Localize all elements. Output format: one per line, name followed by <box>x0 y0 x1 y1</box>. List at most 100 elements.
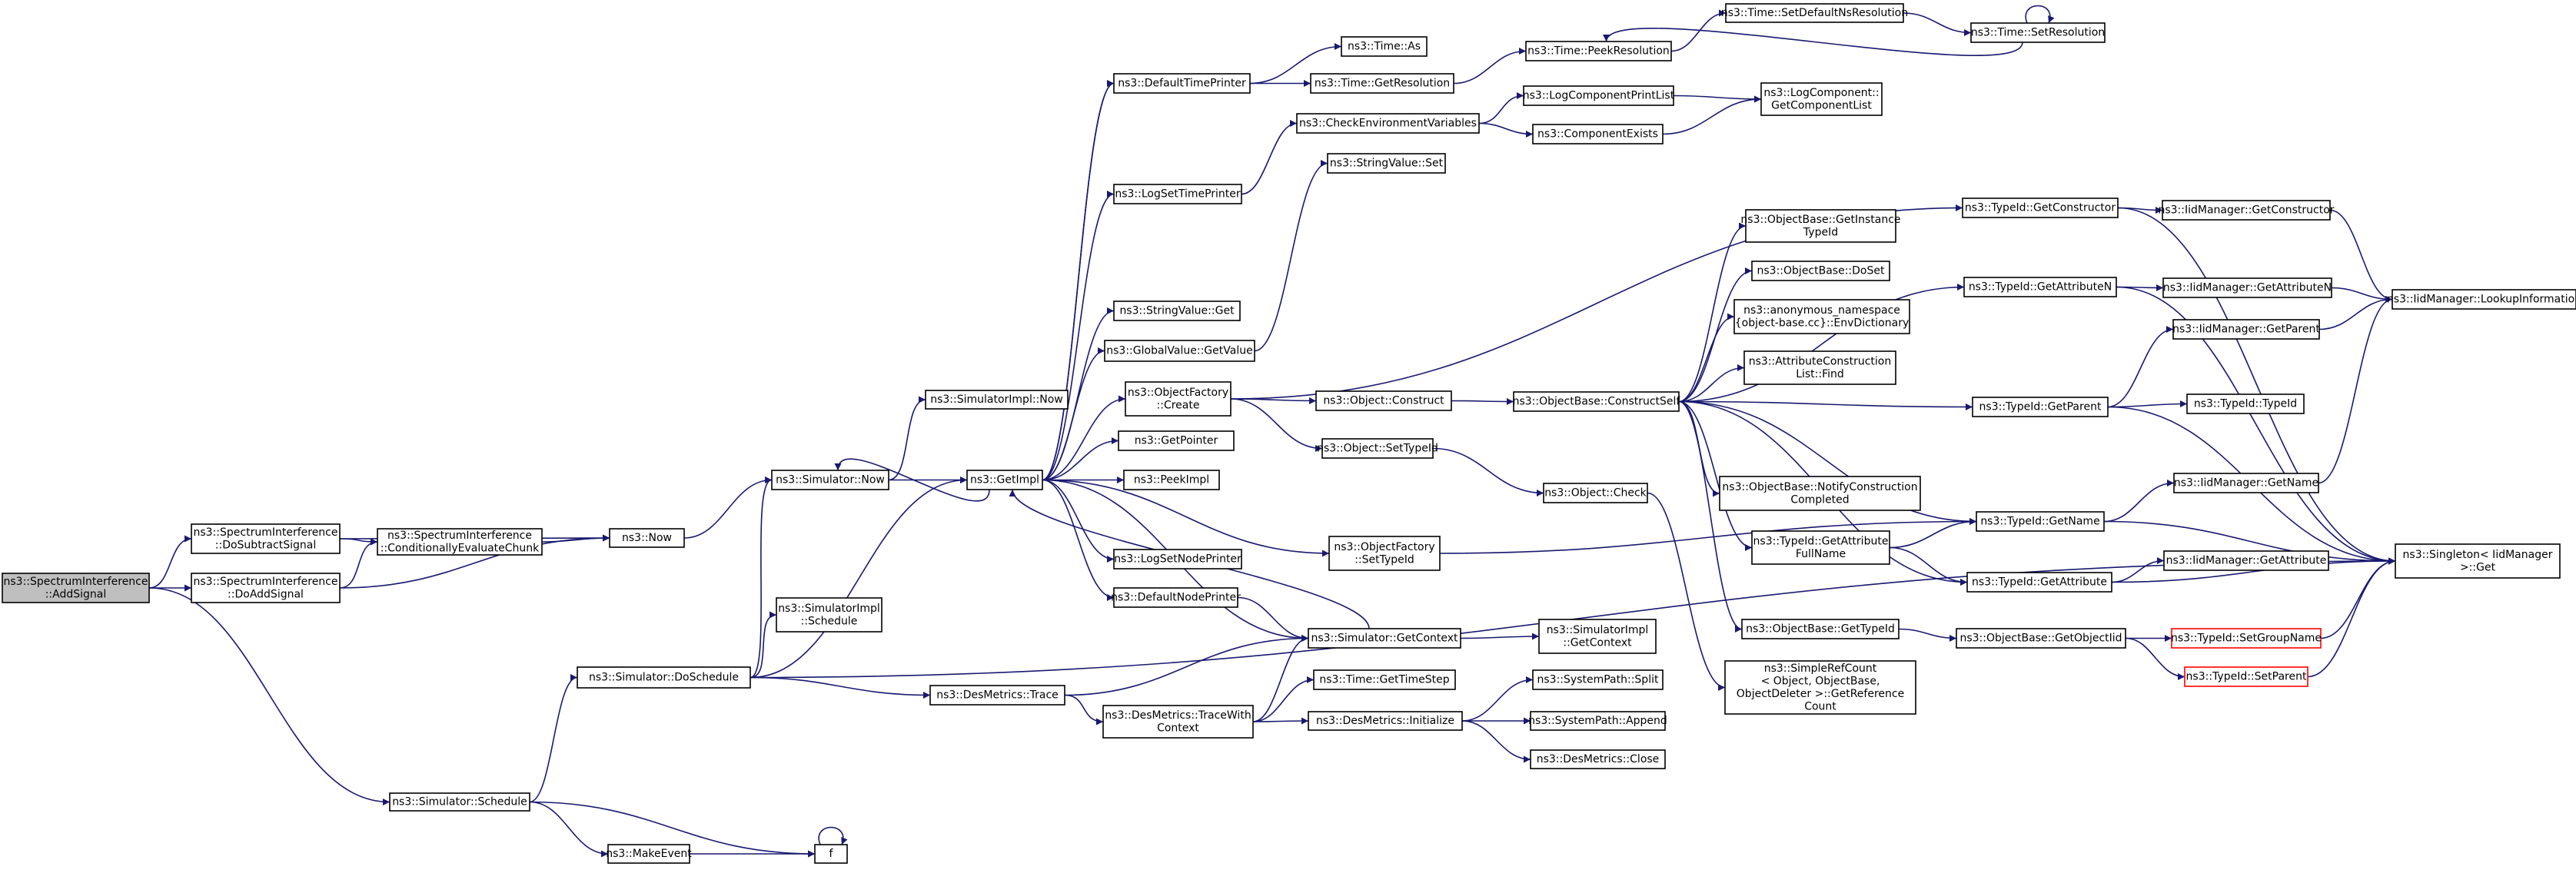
node-defaulttimeprinter[interactable]: ns3::DefaultTimePrinter <box>1113 73 1251 94</box>
node-stringvalueset[interactable]: ns3::StringValue::Set <box>1327 153 1446 174</box>
node-timegettimestep[interactable]: ns3::Time::GetTimeStep <box>1313 669 1456 690</box>
node-checkenv[interactable]: ns3::CheckEnvironmentVariables <box>1296 113 1480 134</box>
node-label: ns3::MakeEvent <box>606 848 692 860</box>
node-objectcheck[interactable]: ns3::Object::Check <box>1543 483 1648 503</box>
node-timeas[interactable]: ns3::Time::As <box>1341 36 1428 57</box>
node-iidgetname[interactable]: ns3::IidManager::GetName <box>2173 473 2319 493</box>
node-box <box>2163 550 2329 571</box>
node-box <box>1963 277 2117 297</box>
edge-defaultnodeprinter-to-simgetcontext <box>1237 596 1309 642</box>
node-objfactorysettypeid[interactable]: ns3::ObjectFactory::SetTypeId <box>1328 536 1441 571</box>
node-globalvaluegetvalue[interactable]: ns3::GlobalValue::GetValue <box>1104 340 1255 362</box>
node-box <box>2162 277 2332 298</box>
node-syspathappend[interactable]: ns3::SystemPath::Append <box>1528 711 1667 731</box>
node-doset[interactable]: ns3::ObjectBase::DoSet <box>1751 261 1890 281</box>
node-condeval[interactable]: ns3::SpectrumInterference::Conditionally… <box>377 528 543 556</box>
edge-typeidgetattributen-to-singletonget <box>2116 286 2396 565</box>
node-constructself[interactable]: ns3::ObjectBase::ConstructSelf <box>1513 391 1681 412</box>
node-addsignal[interactable]: ns3::SpectrumInterference::AddSignal <box>2 573 150 603</box>
node-makeevent[interactable]: ns3::MakeEvent <box>606 844 692 864</box>
node-label: ns3::SpectrumInterference <box>387 530 532 542</box>
edge-constructself-to-typeidgetattributen <box>1678 284 1965 403</box>
node-schedule[interactable]: ns3::Simulator::Schedule <box>389 792 530 812</box>
node-box <box>1328 536 1441 571</box>
node-peekimpl[interactable]: ns3::PeekImpl <box>1123 470 1220 490</box>
node-logcompprintlist[interactable]: ns3::LogComponentPrintList <box>1523 85 1675 106</box>
node-syspathsplit[interactable]: ns3::SystemPath::Split <box>1532 669 1664 690</box>
node-label: ns3::ObjectFactory <box>1334 541 1434 553</box>
node-label: ns3::ObjectBase::GetInstance <box>1740 214 1900 226</box>
node-simnow[interactable]: ns3::Simulator::Now <box>771 470 889 490</box>
node-label: ns3::anonymous_namespace <box>1743 304 1900 317</box>
node-objbasegettypeid[interactable]: ns3::ObjectBase::GetTypeId <box>1741 619 1900 639</box>
edge-typeidgetparent-to-iidgetparent <box>2107 326 2174 408</box>
edge-iidgetattributen-to-lookupinfo <box>2331 287 2393 303</box>
node-label: ns3::IidManager::GetConstructor <box>2158 204 2334 217</box>
node-simimplgetcontext[interactable]: ns3::SimulatorImpl::GetContext <box>1538 619 1657 654</box>
edge-setresolution-to-setresolution <box>2025 5 2055 24</box>
node-dosubtract[interactable]: ns3::SpectrumInterference::DoSubtractSig… <box>191 523 341 554</box>
node-label: ns3::DesMetrics::TraceWith <box>1105 709 1251 722</box>
node-doaddsignal[interactable]: ns3::SpectrumInterference::DoAddSignal <box>191 573 341 603</box>
node-desmetricstrace[interactable]: ns3::DesMetrics::Trace <box>929 685 1065 706</box>
node-simimplschedule[interactable]: ns3::SimulatorImpl::Schedule <box>776 597 882 633</box>
node-typeidgetattributen[interactable]: ns3::TypeId::GetAttributeN <box>1963 277 2117 297</box>
node-iidgetattribute[interactable]: ns3::IidManager::GetAttribute <box>2163 550 2329 571</box>
node-typeidgetconstructor[interactable]: ns3::TypeId::GetConstructor <box>1962 198 2119 218</box>
node-logsettimeprinter[interactable]: ns3::LogSetTimePrinter <box>1113 184 1242 204</box>
node-componentexists[interactable]: ns3::ComponentExists <box>1532 124 1664 144</box>
edge-getimpl-to-defaultnodeprinter <box>1042 479 1115 601</box>
node-iidgetattributen[interactable]: ns3::IidManager::GetAttributeN <box>2162 277 2332 298</box>
node-label: ns3::SimulatorImpl <box>778 603 880 615</box>
node-logcompgetlist[interactable]: ns3::LogComponent::GetComponentList <box>1760 82 1883 116</box>
node-stringvalueget[interactable]: ns3::StringValue::Get <box>1113 301 1241 321</box>
node-objectsettypeid[interactable]: ns3::Object::SetTypeId <box>1317 438 1438 459</box>
node-f[interactable]: f <box>814 844 848 864</box>
edge-doschedule-to-simnow <box>750 477 773 679</box>
node-logsetnodeprinter[interactable]: ns3::LogSetNodePrinter <box>1113 549 1242 569</box>
node-getreferencecount[interactable]: ns3::SimpleRefCount< Object, ObjectBase,… <box>1724 660 1916 715</box>
node-doschedule[interactable]: ns3::Simulator::DoSchedule <box>577 666 751 689</box>
node-objfactorycreate[interactable]: ns3::ObjectFactory::Create <box>1125 381 1231 417</box>
edge-constructself-to-typeidgetparent <box>1678 400 1973 410</box>
node-label: ns3::DesMetrics::Trace <box>936 689 1059 702</box>
node-iidgetparent[interactable]: ns3::IidManager::GetParent <box>2172 319 2320 340</box>
node-getpointer[interactable]: ns3::GetPointer <box>1118 430 1235 451</box>
node-box <box>1530 711 1666 731</box>
node-simgetcontext[interactable]: ns3::Simulator::GetContext <box>1308 628 1461 649</box>
edge-typeidgetname-to-singletonget <box>2103 520 2396 565</box>
node-lookupinfo[interactable]: ns3::IidManager::LookupInformation <box>2387 289 2576 310</box>
node-typeidtypeid[interactable]: ns3::TypeId::TypeId <box>2186 393 2305 414</box>
node-setparent[interactable]: ns3::TypeId::SetParent <box>2184 666 2308 687</box>
node-timegetresolution[interactable]: ns3::Time::GetResolution <box>1310 73 1454 94</box>
node-box <box>1113 587 1238 608</box>
node-objectconstruct[interactable]: ns3::Object::Construct <box>1315 390 1452 411</box>
node-setresolution[interactable]: ns3::Time::SetResolution <box>1970 22 2106 43</box>
node-envdictionary[interactable]: ns3::anonymous_namespace{object-base.cc}… <box>1733 299 1910 334</box>
node-getobjectiid[interactable]: ns3::ObjectBase::GetObjectIid <box>1956 628 2126 649</box>
node-label: ns3::SimulatorImpl::Now <box>930 393 1063 406</box>
edge-constructself-to-attrconstrfind <box>1678 364 1745 403</box>
edge-layer <box>148 5 2396 858</box>
node-notifyconstruction[interactable]: ns3::ObjectBase::NotifyConstructionCompl… <box>1719 476 1921 511</box>
node-desclose[interactable]: ns3::DesMetrics::Close <box>1530 749 1666 769</box>
node-peekresolution[interactable]: ns3::Time::PeekResolution <box>1525 41 1672 61</box>
node-setgroupname[interactable]: ns3::TypeId::SetGroupName <box>2171 628 2322 649</box>
node-iidgetconstructor[interactable]: ns3::IidManager::GetConstructor <box>2158 200 2335 221</box>
node-defaultnodeprinter[interactable]: ns3::DefaultNodePrinter <box>1111 587 1241 608</box>
node-typeidgetattribute[interactable]: ns3::TypeId::GetAttribute <box>1966 572 2112 593</box>
node-typeidgetname[interactable]: ns3::TypeId::GetName <box>1976 511 2105 532</box>
node-box <box>1724 660 1916 715</box>
node-getimpl[interactable]: ns3::GetImpl <box>966 470 1043 490</box>
node-now[interactable]: ns3::Now <box>609 528 685 548</box>
node-singletonget[interactable]: ns3::Singleton< IidManager>::Get <box>2395 543 2561 579</box>
node-setdefaultns[interactable]: ns3::Time::SetDefaultNsResolution <box>1721 3 1908 23</box>
node-desinit[interactable]: ns3::DesMetrics::Initialize <box>1308 711 1463 731</box>
node-simimplnow[interactable]: ns3::SimulatorImpl::Now <box>925 390 1069 410</box>
node-typeidgetparent[interactable]: ns3::TypeId::GetParent <box>1972 397 2109 417</box>
node-box <box>1530 749 1666 769</box>
